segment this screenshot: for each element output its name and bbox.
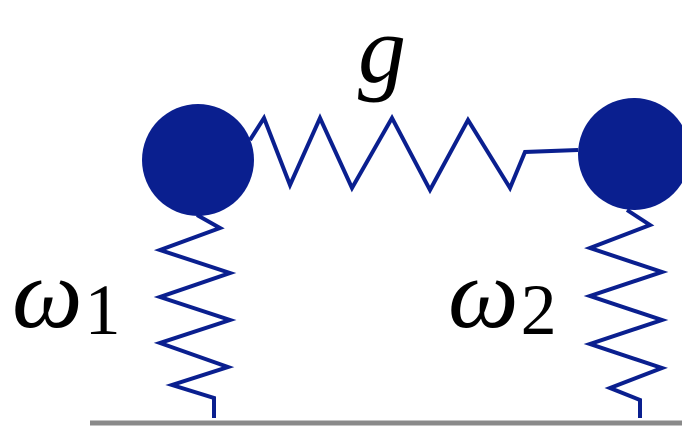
spring-coupling (248, 113, 579, 195)
spring-right (583, 208, 669, 418)
omega1-symbol: ω (12, 238, 83, 349)
frequency-label-2: ω2 (448, 244, 557, 347)
spring-left (153, 213, 237, 418)
omega2-symbol: ω (448, 238, 519, 349)
mass-right (578, 98, 682, 210)
mass-left (142, 104, 254, 216)
omega1-subscript: 1 (84, 270, 121, 351)
omega2-subscript: 2 (520, 270, 557, 351)
frequency-label-1: ω1 (12, 244, 121, 347)
coupling-label: g (358, 0, 406, 103)
